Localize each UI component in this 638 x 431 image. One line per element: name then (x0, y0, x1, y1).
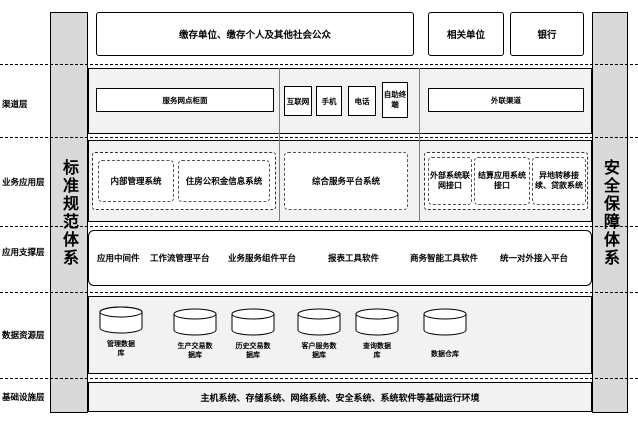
database (296, 308, 342, 342)
layer-label-infra: 基础设施层 (2, 393, 45, 403)
database (98, 306, 144, 340)
separator-line (0, 292, 638, 293)
phone-label: 电话 (354, 96, 370, 106)
counter-label: 服务网点柜面 (162, 95, 208, 105)
left-pillar: 标准规范体系 (50, 12, 88, 413)
database (230, 308, 276, 342)
separator-line (0, 137, 638, 138)
related-units-box: 相关单位 (428, 12, 504, 56)
settlement-label: 结算应用系统接口 (478, 171, 526, 190)
data-layer-band (88, 296, 592, 374)
separator-line (0, 226, 638, 227)
public-users-box: 缴存单位、缴存个人及其他社会公众 (96, 12, 414, 56)
database-icon (355, 308, 399, 336)
database (354, 308, 400, 342)
database-label-text: 数据仓库 (431, 350, 459, 358)
bank-box: 银行 (510, 12, 584, 56)
support-item: 统一对外接入平台 (500, 254, 569, 264)
fund-info-box: 住房公积金信息系统 (178, 160, 270, 202)
database-label-text: 客户服务数据库 (301, 342, 337, 359)
database-icon (231, 308, 275, 336)
database-label: 查询数据库 (360, 342, 394, 360)
database-label: 数据仓库 (420, 350, 470, 359)
support-item: 工作流管理平台 (150, 254, 210, 264)
database-label: 管理数据库 (104, 340, 138, 358)
layer-label-data: 数据资源层 (2, 331, 45, 341)
database-label-text: 生产交易数据库 (177, 342, 213, 359)
internal-mgmt-box: 内部管理系统 (98, 160, 174, 202)
separator-line (0, 378, 638, 379)
internet-box: 互联网 (284, 86, 312, 116)
database (172, 308, 218, 342)
divider-line (419, 68, 420, 222)
database (422, 308, 468, 342)
database-label-text: 查询数据库 (363, 342, 391, 359)
counter-box: 服务网点柜面 (96, 88, 274, 112)
database-icon (297, 308, 341, 336)
database-label-text: 历史交易数据库 (235, 342, 271, 359)
layer-label-channel: 渠道层 (2, 100, 28, 110)
left-pillar-label: 标准规范体系 (60, 158, 79, 267)
database-label: 历史交易数据库 (234, 342, 272, 360)
separator-line (0, 64, 638, 65)
internet-label: 互联网 (286, 96, 310, 106)
kiosk-label: 自助终端 (383, 90, 407, 109)
support-layer-band (88, 230, 592, 286)
mobile-label: 手机 (321, 96, 337, 106)
bank-label: 银行 (537, 30, 557, 41)
service-platform-box: 综合服务平台系统 (284, 152, 408, 210)
divider-line (279, 68, 280, 222)
database-icon (173, 308, 217, 336)
database-icon (423, 308, 467, 336)
kiosk-box: 自助终端 (382, 82, 408, 118)
layer-label-business: 业务应用层 (2, 178, 45, 188)
support-item: 报表工具软件 (328, 254, 380, 264)
phone-box: 电话 (348, 86, 376, 116)
support-item: 应用中间件 (97, 254, 140, 264)
layer-label-support: 应用支撑层 (2, 248, 45, 258)
related-units-label: 相关单位 (446, 30, 485, 41)
infra-label: 主机系统、存储系统、网络系统、安全系统、系统软件等基础运行环境 (200, 393, 480, 404)
settlement-box: 结算应用系统接口 (474, 157, 530, 205)
external-channel-box: 外联渠道 (428, 88, 584, 112)
mobile-box: 手机 (316, 86, 342, 116)
public-users-label: 缴存单位、缴存个人及其他社会公众 (178, 30, 331, 41)
database-label-text: 管理数据库 (107, 340, 135, 357)
service-platform-label: 综合服务平台系统 (311, 177, 380, 187)
right-pillar: 安全保障体系 (592, 12, 628, 413)
ext-interface-box: 外部系统联网接口 (428, 157, 472, 205)
right-pillar-label: 安全保障体系 (601, 158, 620, 267)
database-icon (99, 306, 143, 334)
database-label: 客户服务数据库 (300, 342, 338, 360)
ext-interface-label: 外部系统联网接口 (430, 171, 470, 190)
external-channel-label: 外联渠道 (491, 95, 521, 105)
fund-info-label: 住房公积金信息系统 (185, 177, 263, 187)
internal-mgmt-label: 内部管理系统 (110, 177, 162, 187)
transfer-label: 异地转移接续、贷款系统 (535, 171, 583, 190)
transfer-box: 异地转移接续、贷款系统 (532, 157, 586, 205)
infra-layer-band: 主机系统、存储系统、网络系统、安全系统、系统软件等基础运行环境 (88, 382, 592, 412)
support-item: 商务智能工具软件 (410, 254, 479, 264)
support-item: 业务服务组件平台 (228, 254, 297, 264)
database-label: 生产交易数据库 (176, 342, 214, 360)
